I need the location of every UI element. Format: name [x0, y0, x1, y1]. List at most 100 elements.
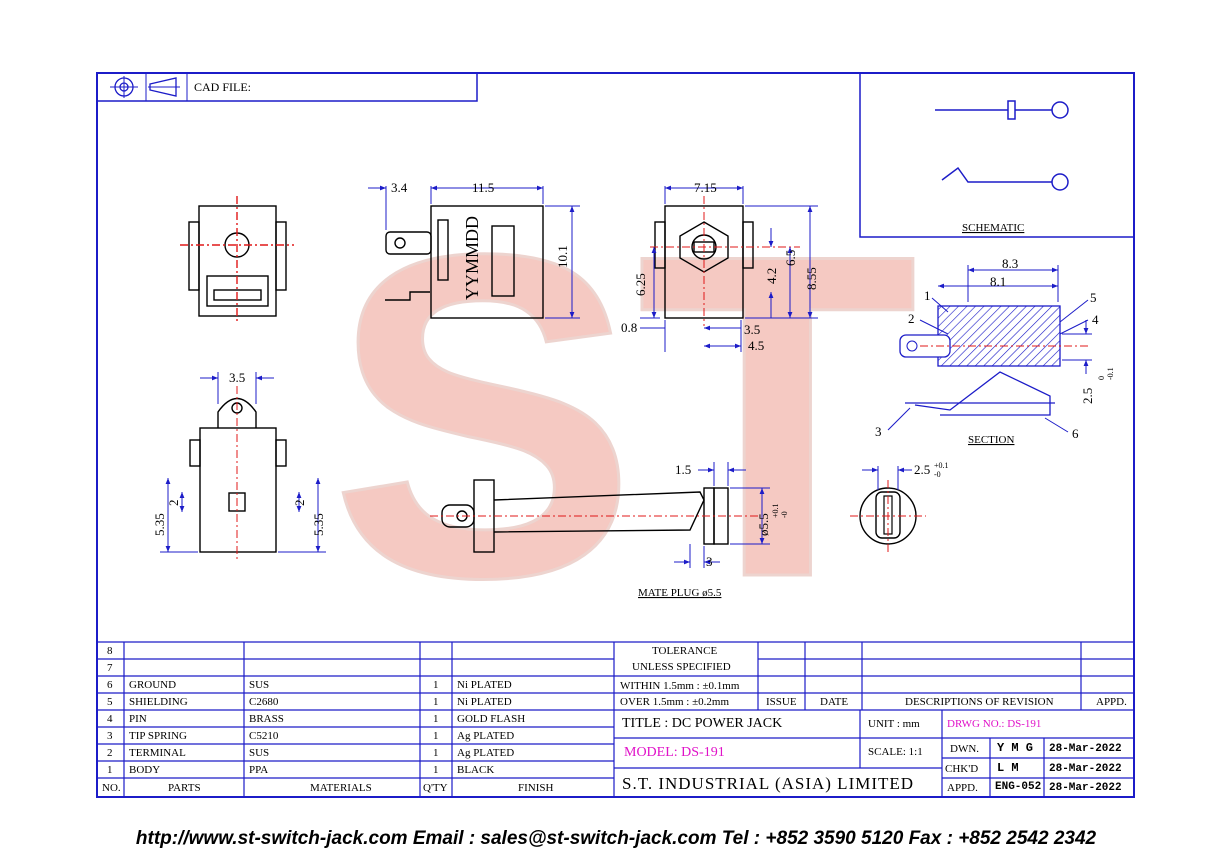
mate-plug-view: 1.5 ø5.5 +0.1-0 3 MATE PLUG ø5.5 — [430, 462, 789, 599]
bom-part: PIN — [129, 713, 147, 725]
dim-side-height: 10.1 — [555, 245, 570, 268]
bottom-view: 3.5 5.35 2 2 5.35 — [152, 370, 326, 560]
bom-no: 8 — [107, 645, 113, 657]
bom-qty: 1 — [433, 696, 439, 708]
bom-qty: 1 — [433, 730, 439, 742]
revision-issue-header: ISSUE — [766, 696, 797, 708]
bom-material: BRASS — [249, 713, 284, 725]
bom-material: PPA — [249, 764, 269, 776]
tolerance-title: TOLERANCE — [652, 645, 718, 657]
callout-3: 3 — [875, 424, 882, 439]
checked-by-label: CHK'D — [945, 763, 979, 775]
front-view: 7.15 6.25 4.2 6.5 8.55 0.8 3.5 4.5 — [621, 180, 819, 353]
callout-5: 5 — [1090, 290, 1097, 305]
side-view: YYMMDD 3.4 11.5 10.1 — [368, 180, 580, 319]
bom-header-qty: Q'TY — [423, 782, 448, 794]
contact-footer: http://www.st-switch-jack.com Email : sa… — [135, 828, 1097, 849]
dim-front-h2: 4.2 — [764, 268, 779, 284]
dim-sec-w1: 8.3 — [1002, 256, 1018, 271]
dim-end-dia: 2.5 — [914, 462, 930, 477]
company-name: S.T. INDUSTRIAL (ASIA) LIMITED — [622, 774, 915, 793]
dim-end-dia-tol: +0.1-0 — [934, 461, 949, 479]
model-label: MODEL: DS-191 — [624, 745, 725, 760]
dim-bottom-r2: 5.35 — [311, 513, 326, 536]
approved-by-label: APPD. — [947, 782, 978, 794]
bom-header-materials: MATERIALS — [310, 782, 372, 794]
bom-part: TERMINAL — [129, 747, 186, 759]
bom-qty: 1 — [433, 747, 439, 759]
bom-finish: GOLD FLASH — [457, 713, 526, 725]
bom-qty: 1 — [433, 764, 439, 776]
bom-header-no: NO. — [102, 782, 121, 794]
bom-material: SUS — [249, 747, 270, 759]
dim-plug-dia: ø5.5 — [756, 513, 771, 536]
frame-border — [96, 72, 1135, 798]
watermark-text: ST — [330, 160, 918, 673]
cad-file-label: CAD FILE: — [194, 80, 251, 94]
scale-label: SCALE: 1:1 — [868, 746, 923, 758]
drawn-by: Y M G — [997, 741, 1034, 755]
bom-part: BODY — [129, 764, 161, 776]
bom-no: 1 — [107, 764, 113, 776]
bom-finish: Ag PLATED — [457, 730, 515, 742]
bom-header-finish: FINISH — [518, 782, 554, 794]
bom-qty: 1 — [433, 679, 439, 691]
bom-finish: Ni PLATED — [457, 696, 512, 708]
revision-appd-header: APPD. — [1096, 696, 1127, 708]
drawn-by-label: DWN. — [950, 743, 980, 755]
dim-plug-len: 1.5 — [675, 462, 691, 477]
tolerance-over: OVER 1.5mm : ±0.2mm — [620, 696, 730, 708]
drawing-title: TITLE : DC POWER JACK — [622, 716, 783, 731]
dim-front-b2: 3.5 — [744, 322, 760, 337]
revision-desc-header: DESCRIPTIONS OF REVISION — [905, 696, 1054, 708]
callout-2: 2 — [908, 311, 915, 326]
bom-material: C2680 — [249, 696, 279, 708]
bom-no: 3 — [107, 730, 113, 742]
callout-6: 6 — [1072, 426, 1079, 441]
bom-qty: 1 — [433, 713, 439, 725]
approved-by: ENG-052 — [995, 781, 1042, 793]
dim-bottom-top: 3.5 — [229, 370, 245, 385]
bom-no: 7 — [107, 662, 113, 674]
plug-end-view: 2.5 +0.1-0 — [850, 461, 949, 552]
callout-4: 4 — [1092, 312, 1099, 327]
st-watermark: ST — [329, 159, 920, 675]
drawing-number: DRWG NO.: DS-191 — [947, 718, 1042, 730]
revision-date-header: DATE — [820, 696, 849, 708]
checked-by: L M — [997, 761, 1019, 775]
dim-front-b1: 0.8 — [621, 320, 637, 335]
bom-no: 2 — [107, 747, 113, 759]
date-code-label: YYMMDD — [462, 216, 482, 300]
checked-date: 28-Mar-2022 — [1049, 763, 1122, 775]
bom-no: 5 — [107, 696, 113, 708]
tolerance-within: WITHIN 1.5mm : ±0.1mm — [620, 680, 740, 692]
bom-no: 6 — [107, 679, 113, 691]
section-view: 8.3 8.1 2.5 0-0.1 1 2 3 4 5 6 SECTION — [875, 256, 1115, 446]
left-view — [180, 196, 294, 322]
projection-symbol-icon — [110, 76, 180, 98]
dim-sec-w2: 8.1 — [990, 274, 1006, 289]
section-label: SECTION — [968, 434, 1015, 446]
bom-part: GROUND — [129, 679, 177, 691]
schematic-label: SCHEMATIC — [962, 222, 1024, 234]
dim-plug-dia-tol: +0.1-0 — [771, 503, 789, 518]
tolerance-subtitle: UNLESS SPECIFIED — [632, 661, 731, 673]
bom-finish: BLACK — [457, 764, 495, 776]
dim-bottom-l1: 5.35 — [152, 513, 167, 536]
dim-plug-tip: 3 — [706, 554, 713, 569]
unit-label: UNIT : mm — [868, 718, 920, 730]
cad-header: CAD FILE: — [96, 72, 478, 102]
dim-side-top-a: 3.4 — [391, 180, 408, 195]
mate-plug-label: MATE PLUG ø5.5 — [638, 587, 722, 599]
dim-front-h1: 6.25 — [633, 273, 648, 296]
bom-material: SUS — [249, 679, 270, 691]
dim-sec-h-tol: 0-0.1 — [1097, 367, 1115, 380]
dim-front-b3: 4.5 — [748, 338, 764, 353]
bom-part: TIP SPRING — [129, 730, 187, 742]
schematic-box: SCHEMATIC — [859, 72, 1135, 238]
bom-finish: Ag PLATED — [457, 747, 515, 759]
dim-front-width: 7.15 — [694, 180, 717, 195]
bom-finish: Ni PLATED — [457, 679, 512, 691]
bom-table-grid — [97, 641, 1134, 797]
